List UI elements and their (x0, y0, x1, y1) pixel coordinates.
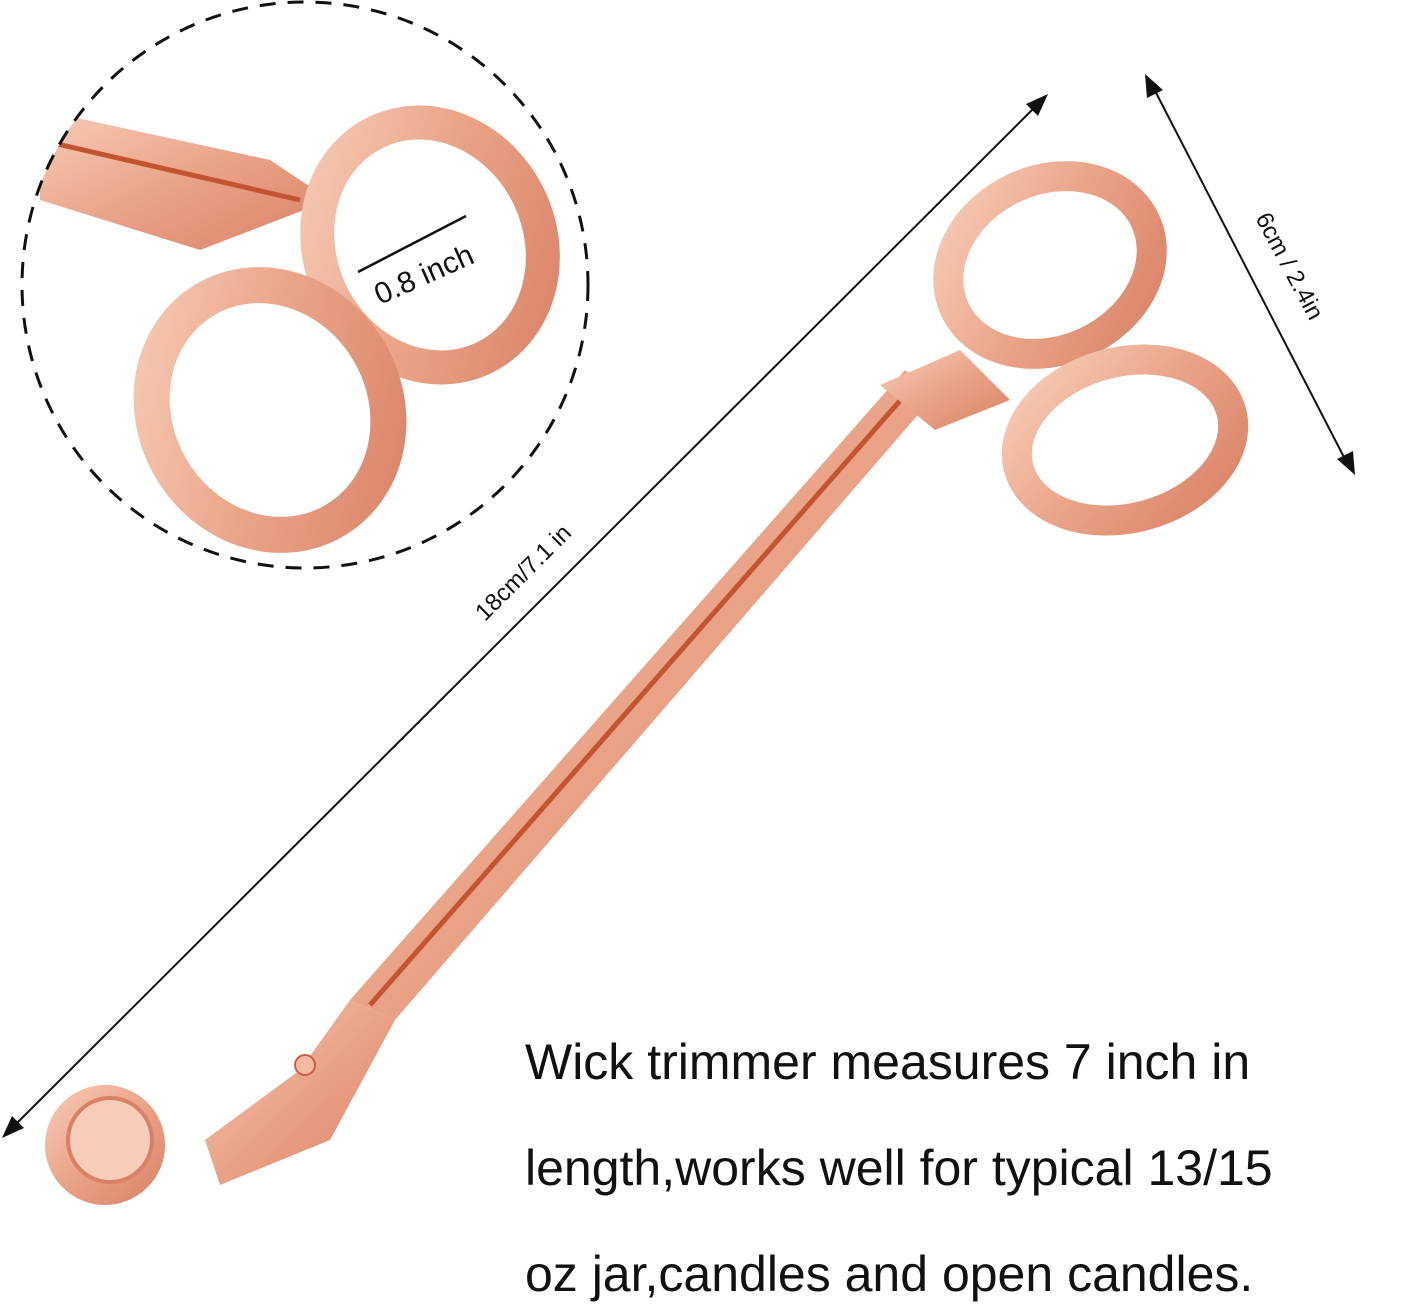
length-dimension: 18cm/7.1 in (2, 94, 1048, 1138)
length-label: 18cm/7.1 in (470, 519, 577, 626)
width-label: 6cm / 2.4in (1250, 208, 1329, 324)
arrow-head-icon (1337, 451, 1355, 475)
arrow-head-icon (2, 1116, 24, 1138)
description-line: length,works well for typical 13/15 (525, 1140, 1273, 1196)
description-line: oz jar,candles and open candles. (525, 1246, 1254, 1302)
width-dimension: 6cm / 2.4in (1145, 74, 1355, 475)
zoom-inset: 0.8 inch (20, 0, 590, 570)
wick-trimmer (45, 161, 1249, 1205)
arrow-head-icon (1145, 74, 1163, 98)
ring-diameter-label: 0.8 inch (369, 239, 478, 312)
description-line: Wick trimmer measures 7 inch in (525, 1034, 1251, 1090)
arrow-head-icon (1026, 94, 1048, 116)
